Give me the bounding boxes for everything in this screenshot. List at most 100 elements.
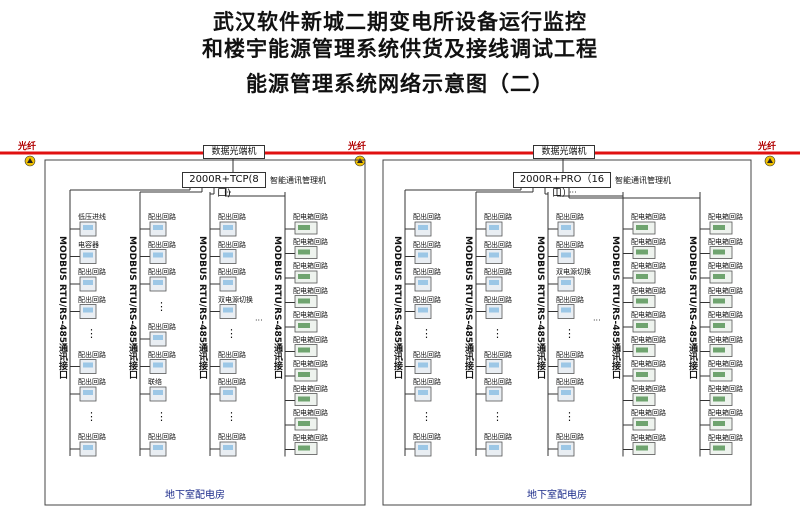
column-ellipsis: ··· xyxy=(255,316,263,325)
meter-icon xyxy=(83,225,93,230)
device-label: 双电源切换 xyxy=(556,268,591,276)
box-meter-icon xyxy=(298,421,310,426)
meter-icon xyxy=(223,445,233,450)
fiber-node-icon xyxy=(767,158,773,163)
device-label: 配出回路 xyxy=(148,268,176,276)
vertical-dots: ⋮ xyxy=(86,409,97,423)
device-label: 联络 xyxy=(148,378,162,386)
section-frame xyxy=(44,159,366,506)
box-meter-icon xyxy=(636,249,648,255)
device-label: 配电箱回路 xyxy=(708,311,743,319)
meter-icon xyxy=(418,362,428,368)
device-label: 配出回路 xyxy=(218,350,246,359)
data-switch-box: 数据光端机 xyxy=(533,145,595,159)
meter-icon xyxy=(153,252,163,258)
vertical-dots: ⋮ xyxy=(86,327,97,340)
meter-icon xyxy=(83,280,93,285)
bus-label: MODBUS RTU/RS-485通讯接口 xyxy=(535,236,545,380)
meter-icon xyxy=(153,390,163,395)
device-label: 配出回路 xyxy=(413,378,441,386)
box-meter-icon xyxy=(713,274,725,279)
bus-label: MODBUS RTU/RS-485通讯接口 xyxy=(127,236,137,380)
device-label: 配电箱回路 xyxy=(631,409,666,417)
device-label: 配出回路 xyxy=(413,295,441,304)
box-meter-icon xyxy=(636,445,648,451)
box-meter-icon xyxy=(713,298,725,304)
device-label: 配电箱回路 xyxy=(293,360,328,368)
vertical-dots: ⋮ xyxy=(421,327,432,340)
box-meter-icon xyxy=(298,445,310,451)
device-label: 配电箱回路 xyxy=(293,286,328,295)
fiber-label: 光纤 xyxy=(758,142,777,152)
device-label: 配电箱回路 xyxy=(293,335,328,344)
meter-icon xyxy=(153,335,163,340)
bus-label: MODBUS RTU/RS-485通讯接口 xyxy=(57,236,67,380)
vertical-dots: ⋮ xyxy=(421,409,432,423)
meter-icon xyxy=(561,390,571,395)
fiber-label: 光纤 xyxy=(348,142,367,152)
device-label: 配电箱回路 xyxy=(631,213,666,221)
box-meter-icon xyxy=(713,372,725,377)
column-ellipsis: ··· xyxy=(593,316,601,325)
box-meter-icon xyxy=(298,274,310,279)
device-label: 配出回路 xyxy=(218,433,246,441)
meter-icon xyxy=(489,307,499,313)
device-label: 配出回路 xyxy=(484,295,512,304)
device-label: 配电箱回路 xyxy=(708,213,743,221)
box-meter-icon xyxy=(298,396,310,402)
meter-icon xyxy=(153,362,163,368)
device-label: 配电箱回路 xyxy=(708,262,743,270)
meter-icon xyxy=(418,252,428,258)
meter-icon xyxy=(561,252,571,258)
fiber-label: 光纤 xyxy=(18,142,37,152)
meter-icon xyxy=(223,390,233,395)
device-label: 配出回路 xyxy=(413,240,441,249)
device-label: 配出回路 xyxy=(218,213,246,221)
bus-label: MODBUS RTU/RS-485通讯接口 xyxy=(610,236,620,380)
gateway-desc: 智能通讯管理机 xyxy=(270,176,326,185)
meter-icon xyxy=(83,390,93,395)
device-label: 配电箱回路 xyxy=(631,335,666,344)
device-label: 配出回路 xyxy=(148,433,176,441)
device-label: 配出回路 xyxy=(148,213,176,221)
device-label: 配电箱回路 xyxy=(293,433,328,442)
meter-icon xyxy=(223,307,233,313)
device-label: 配出回路 xyxy=(78,295,106,304)
fiber-node-icon xyxy=(27,158,33,163)
device-label: 配出回路 xyxy=(556,350,584,359)
meter-icon xyxy=(223,252,233,258)
device-label: 配电箱回路 xyxy=(631,311,666,319)
title-line-2: 和楼宇能源管理系统供货及接线调试工程 xyxy=(202,37,598,61)
meter-icon xyxy=(153,280,163,285)
gateway-box: 2000R+TCP(8口) xyxy=(182,172,266,199)
vertical-dots: ⋮ xyxy=(156,299,167,313)
meter-icon xyxy=(418,225,428,230)
meter-icon xyxy=(489,280,499,285)
meter-icon xyxy=(489,362,499,368)
device-label: 配电箱回路 xyxy=(631,384,666,393)
box-meter-icon xyxy=(298,323,310,328)
device-label: 配出回路 xyxy=(556,295,584,304)
title-line-1: 武汉软件新城二期变电所设备运行监控 xyxy=(213,10,587,34)
box-meter-icon xyxy=(636,347,648,353)
device-label: 配出回路 xyxy=(484,433,512,441)
device-label: 配出回路 xyxy=(78,350,106,359)
device-label: 配出回路 xyxy=(78,268,106,276)
vertical-dots: ⋮ xyxy=(492,327,503,340)
bus-label: MODBUS RTU/RS-485通讯接口 xyxy=(392,236,402,380)
meter-icon xyxy=(489,390,499,395)
device-label: 配电箱回路 xyxy=(631,262,666,270)
device-label: 配出回路 xyxy=(484,240,512,249)
device-label: 配电箱回路 xyxy=(708,433,743,442)
device-label: 配出回路 xyxy=(148,350,176,359)
section-frame xyxy=(382,159,752,506)
vertical-dots: ⋮ xyxy=(564,327,575,340)
meter-icon xyxy=(153,225,163,230)
device-label: 配出回路 xyxy=(218,268,246,276)
meter-icon xyxy=(83,252,93,258)
device-label: 配出回路 xyxy=(556,240,584,249)
data-switch-box: 数据光端机 xyxy=(203,145,265,159)
box-meter-icon xyxy=(713,421,725,426)
device-label: 配电箱回路 xyxy=(293,237,328,246)
meter-icon xyxy=(561,445,571,450)
